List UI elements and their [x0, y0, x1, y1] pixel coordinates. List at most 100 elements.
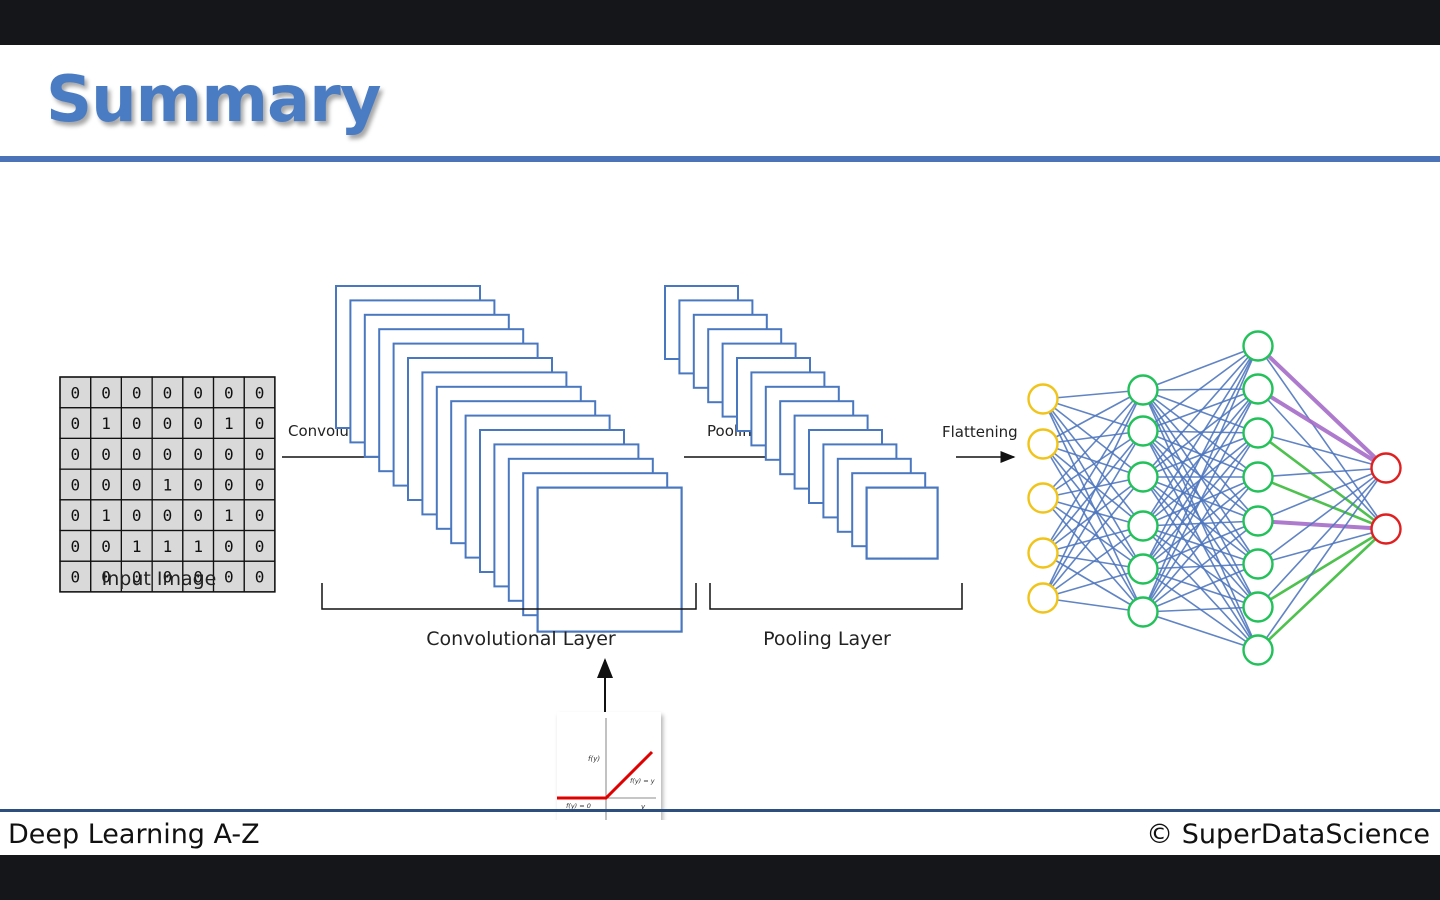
- network-connection: [1142, 388, 1259, 432]
- hidden-neuron: [1127, 461, 1159, 493]
- input-grid-value: 0: [132, 475, 142, 494]
- network-connection: [1042, 389, 1144, 499]
- relu-y-axis-label: f(y): [588, 755, 600, 763]
- network-connection: [1142, 430, 1259, 478]
- network-connection: [1042, 497, 1144, 570]
- network-connection: [1142, 388, 1259, 478]
- network-connection: [1142, 432, 1259, 478]
- network-connection: [1042, 443, 1144, 570]
- input-grid-value: 0: [224, 568, 234, 587]
- input-grid-value: 0: [101, 445, 111, 464]
- network-connection: [1257, 528, 1387, 651]
- network-connection: [1257, 467, 1387, 565]
- input-grid-value: 0: [163, 568, 173, 587]
- relu-graph: f(y) f(y) = y f(y) = 0 y: [557, 712, 661, 820]
- input-neuron: [1027, 582, 1059, 614]
- hidden-neuron: [1242, 634, 1274, 666]
- input-grid-value: 0: [101, 475, 111, 494]
- input-grid-value: 0: [132, 445, 142, 464]
- network-connection: [1257, 519, 1387, 531]
- pooled-feature-maps: [664, 285, 939, 560]
- network-connection: [1257, 467, 1387, 522]
- network-connection: [1142, 476, 1259, 608]
- network-connection: [1142, 432, 1259, 613]
- input-grid-value: 1: [163, 537, 173, 556]
- hidden-neuron: [1242, 505, 1274, 537]
- input-grid-value: 0: [163, 414, 173, 433]
- input-grid-value: 0: [255, 445, 265, 464]
- input-grid-value: 1: [101, 506, 111, 525]
- input-image-label: Input Image: [102, 568, 217, 590]
- input-grid-value: 1: [193, 537, 203, 556]
- network-connection: [1042, 389, 1144, 554]
- network-connection: [1042, 389, 1144, 445]
- network-connection: [1142, 611, 1259, 651]
- network-connection: [1256, 344, 1388, 470]
- input-neuron: [1027, 383, 1059, 415]
- network-connection: [1042, 430, 1144, 554]
- network-connection: [1142, 430, 1259, 651]
- input-grid-value: 1: [224, 414, 234, 433]
- relu-curve: [557, 750, 654, 800]
- input-grid-value: 0: [224, 383, 234, 402]
- hidden-neuron: [1127, 374, 1159, 406]
- network-connection: [1142, 520, 1259, 613]
- input-grid-value: 0: [101, 537, 111, 556]
- network-connection: [1042, 430, 1144, 599]
- network-connection: [1042, 568, 1144, 599]
- input-grid-value: 0: [163, 506, 173, 525]
- fully-connected-network: [1027, 330, 1402, 666]
- input-grid-value: 0: [132, 568, 142, 587]
- network-connection: [1142, 388, 1259, 613]
- network-connection: [1042, 497, 1144, 613]
- hidden-neuron: [1127, 553, 1159, 585]
- input-grid-value: 0: [163, 383, 173, 402]
- network-connection: [1257, 527, 1387, 609]
- network-connection: [1257, 528, 1387, 565]
- input-grid-value: 0: [71, 445, 81, 464]
- hidden-neuron: [1242, 591, 1274, 623]
- network-connection: [1142, 345, 1259, 478]
- network-connection: [1142, 345, 1259, 527]
- input-neuron: [1027, 428, 1059, 460]
- convolved-feature-map: [536, 486, 683, 633]
- input-grid-value: 0: [224, 445, 234, 464]
- network-connection: [1142, 476, 1259, 565]
- network-connection: [1042, 476, 1144, 599]
- network-connection: [1257, 388, 1387, 530]
- input-grid-value: 0: [101, 568, 111, 587]
- input-neuron: [1027, 482, 1059, 514]
- slide-title: Summary: [46, 63, 381, 137]
- network-connections: [1042, 344, 1388, 651]
- network-connection: [1142, 476, 1259, 651]
- input-grid-value: 0: [71, 568, 81, 587]
- network-connection: [1257, 467, 1387, 608]
- network-connection: [1042, 497, 1144, 527]
- network-connection: [1042, 552, 1144, 570]
- network-connection: [1042, 443, 1144, 527]
- pooling-layer-label: Pooling Layer: [763, 628, 891, 650]
- input-grid-background: [59, 376, 276, 593]
- network-connection: [1257, 467, 1387, 651]
- hidden-neuron: [1127, 415, 1159, 447]
- network-connection: [1142, 563, 1259, 613]
- title-rule: [0, 156, 1440, 162]
- pooled-feature-map: [865, 486, 939, 560]
- input-grid-value: 1: [224, 506, 234, 525]
- network-connection: [1256, 387, 1388, 470]
- hidden-neuron: [1127, 510, 1159, 542]
- network-connection: [1042, 525, 1144, 554]
- convolutional-layer-label: Convolutional Layer: [426, 628, 616, 650]
- relu-graph-card: [557, 712, 661, 820]
- input-grid-value: 0: [71, 537, 81, 556]
- output-neuron: [1370, 513, 1402, 545]
- network-connection: [1142, 345, 1259, 391]
- network-connection: [1042, 443, 1144, 613]
- pooling-layer-bracket: [709, 583, 963, 610]
- network-connection: [1042, 389, 1144, 400]
- footer-rule: [0, 809, 1440, 812]
- input-grid-value: 0: [255, 414, 265, 433]
- network-connection: [1257, 467, 1387, 478]
